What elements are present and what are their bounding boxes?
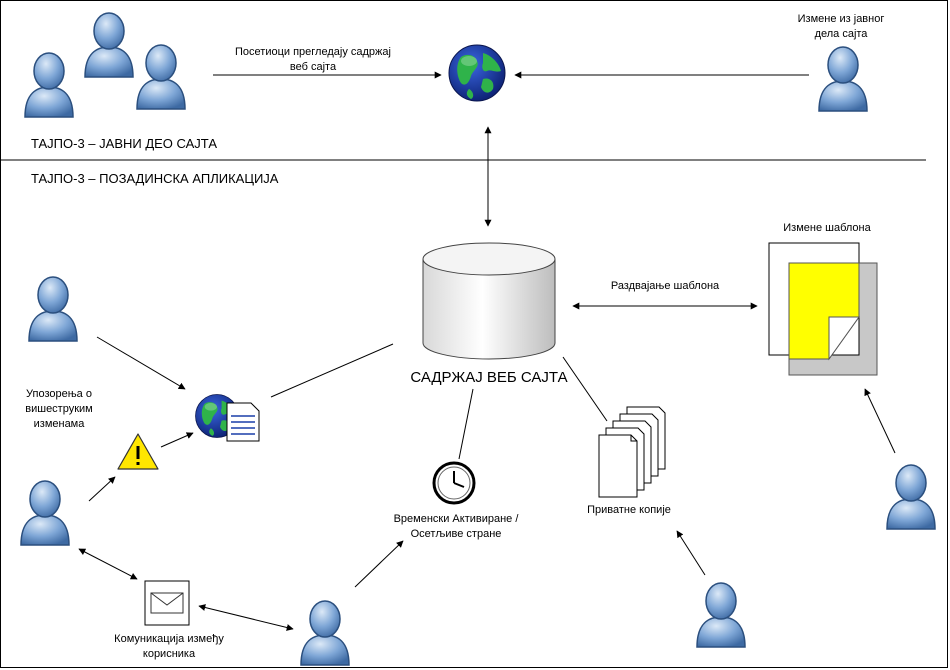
timed-label-line1: Временски Активиране / xyxy=(394,513,520,525)
visitor-user-icon xyxy=(84,12,134,78)
public-changes-label-line1: Измене из јавног xyxy=(798,13,885,25)
globe-db-link xyxy=(270,343,394,398)
copies-db-link xyxy=(562,356,608,422)
template-separation-label: Раздвајање шаблона xyxy=(611,280,720,292)
template-editor-user-icon xyxy=(886,464,936,530)
visitors-label-line1: Посетиоци прегледају садржај xyxy=(235,46,391,58)
mail-icon xyxy=(144,580,190,626)
template-changes-label: Измене шаблона xyxy=(783,222,871,234)
user-warning-arrow xyxy=(88,476,116,502)
communicating-user-icon xyxy=(300,600,350,666)
visitor-user-icon xyxy=(136,44,186,110)
public-changes-label-line2: дела сајта xyxy=(815,28,869,40)
database-label: САДРЖАЈ ВЕБ САЈТА xyxy=(410,369,567,386)
user-mail-arrow xyxy=(78,548,138,580)
warnings-label-line2: вишеструким xyxy=(25,403,92,415)
template-editor-arrow xyxy=(864,388,896,454)
database-icon xyxy=(422,242,556,360)
clock-db-link xyxy=(458,388,474,460)
private-copies-label: Приватне копије xyxy=(587,504,671,516)
user-timed-arrow xyxy=(354,540,404,588)
content-editor-arrow xyxy=(96,336,186,390)
zone-backend-label: ТАЈПО-3 – ПОЗАДИНСКА АПЛИКАЦИЈА xyxy=(31,171,279,186)
visitor-user-icon xyxy=(24,52,74,118)
visitors-label-line2: веб сајта xyxy=(290,61,337,73)
communication-label-line2: корисника xyxy=(143,648,196,660)
warnings-label-line3: изменама xyxy=(34,418,86,430)
warning-icon xyxy=(117,433,159,470)
document-icon xyxy=(226,402,260,442)
communication-label-line1: Комуникација између xyxy=(114,633,224,645)
private-editor-arrow xyxy=(676,530,706,576)
public-editor-user-icon xyxy=(818,46,868,112)
globe-icon xyxy=(448,44,506,102)
private-editor-user-icon xyxy=(696,582,746,648)
template-icon xyxy=(768,242,878,376)
multi-editor-user-icon xyxy=(20,480,70,546)
timed-label-line2: Осетљиве стране xyxy=(411,528,502,540)
mail-user-arrow xyxy=(198,604,294,631)
clock-icon xyxy=(432,461,476,505)
zone-public-label: ТАЈПО-3 – ЈАВНИ ДЕО САЈТА xyxy=(31,136,217,151)
content-editor-user-icon xyxy=(28,276,78,342)
warning-globe-arrow xyxy=(160,432,194,448)
warnings-label-line1: Упозорења о xyxy=(26,388,92,400)
copies-icon xyxy=(598,406,666,498)
